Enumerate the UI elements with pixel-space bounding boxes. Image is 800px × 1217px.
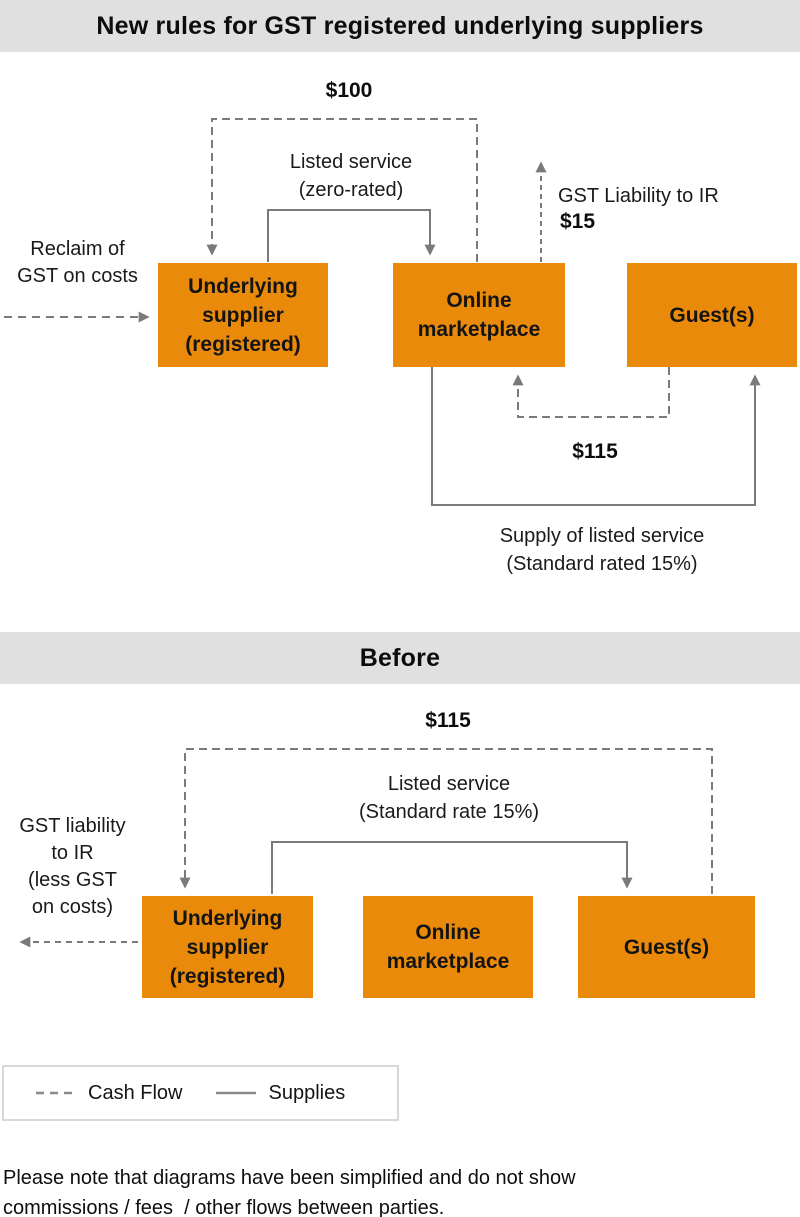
amount-15-label: $15 (560, 210, 596, 233)
box-label-line: Guest(s) (623, 935, 710, 959)
box-label-line: Online (446, 289, 512, 312)
gst-liability-line: GST liability (19, 815, 126, 837)
box-label-line: Online (415, 921, 481, 944)
amount-115-before-label: $115 (425, 709, 471, 732)
box-label-line: Underlying (188, 274, 298, 298)
listed-service-zero-rated-label: Listed service (zero-rated) (251, 148, 451, 204)
gst-liability-to-ir-label: GST Liability to IR (558, 185, 719, 207)
listed-service-line: Listed service (289, 151, 413, 173)
online-marketplace-box-before: Online marketplace (363, 896, 533, 998)
cash-flow-line-sample (36, 1091, 76, 1095)
supplies-legend-label: Supplies (268, 1081, 346, 1104)
box-label-line: supplier (202, 303, 284, 327)
footnote-line: commissions / fees / other flows between… (3, 1197, 445, 1217)
legend-box: Cash Flow Supplies (2, 1065, 399, 1121)
listed-service-line: Listed service (387, 773, 511, 795)
supply-line: (Standard rated 15%) (506, 553, 698, 575)
cash-flow-legend-label: Cash Flow (88, 1081, 183, 1104)
supply-listed-service-label: Supply of listed service (Standard rated… (452, 522, 752, 578)
guests-box-new: Guest(s) (627, 263, 797, 367)
gst-liability-line: (less GST (28, 869, 117, 891)
supply-listed-service-arrow (431, 367, 761, 506)
guests-box-before: Guest(s) (578, 896, 755, 998)
listed-service-supply-arrow-before (271, 841, 633, 894)
before-title: Before (0, 632, 800, 684)
supplies-line-sample (216, 1091, 257, 1095)
footnote-line: Please note that diagrams have been simp… (3, 1167, 576, 1189)
online-marketplace-box-new: Online marketplace (393, 263, 565, 367)
gst-liability-line: on costs) (31, 896, 114, 918)
reclaim-gst-label: Reclaim of GST on costs (0, 236, 155, 290)
box-label-line: Guest(s) (669, 303, 755, 327)
underlying-supplier-box-before: Underlying supplier (registered) (142, 896, 313, 998)
gst-liability-less-costs-label: GST liability to IR (less GST on costs) (0, 813, 145, 921)
simplification-footnote: Please note that diagrams have been simp… (3, 1163, 793, 1217)
reclaim-line: GST on costs (17, 265, 138, 287)
box-label-line: supplier (186, 935, 269, 959)
box-label-line: marketplace (417, 318, 541, 341)
new-rules-title: New rules for GST registered underlying … (0, 0, 800, 52)
zero-rated-line: (zero-rated) (298, 179, 404, 201)
box-label-line: (registered) (169, 964, 286, 988)
listed-service-standard-rate-label: Listed service (Standard rate 15%) (299, 770, 599, 826)
amount-100-label: $100 (325, 79, 373, 102)
listed-service-supply-arrow-new (267, 209, 436, 262)
underlying-supplier-box-new: Underlying supplier (registered) (158, 263, 328, 367)
box-label-line: Underlying (172, 906, 283, 930)
reclaim-line: Reclaim of (30, 238, 125, 260)
standard-rate-line: (Standard rate 15%) (358, 801, 540, 823)
box-label-line: (registered) (185, 332, 301, 356)
cashflow-115-arrow-new (512, 367, 670, 418)
box-label-line: marketplace (386, 950, 510, 973)
supply-line: Supply of listed service (499, 525, 705, 547)
amount-115-new-label: $115 (572, 440, 618, 463)
gst-liability-line: to IR (51, 842, 94, 864)
